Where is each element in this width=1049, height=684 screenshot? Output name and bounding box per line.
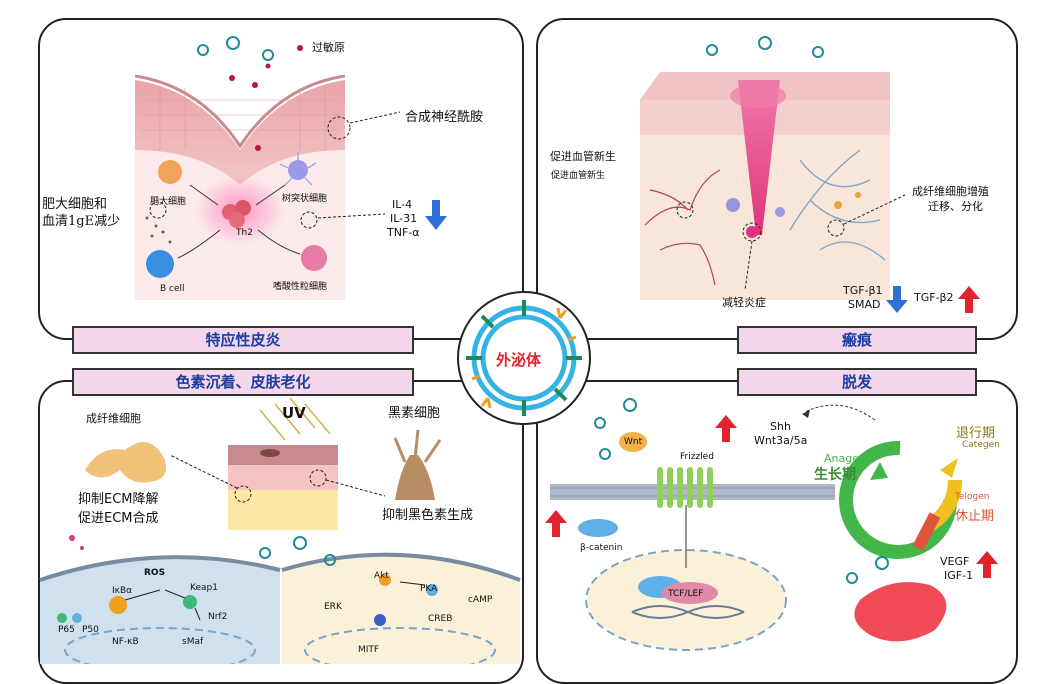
up-arrow-icon <box>976 551 998 578</box>
label-tgf-b2: TGF-β2 <box>914 291 954 304</box>
label-igf1: IGF-1 <box>944 569 974 582</box>
up-arrow-icon <box>958 286 980 313</box>
banner-atopic-dermatitis: 特应性皮炎 <box>72 326 414 354</box>
label-p50: P50 <box>82 625 99 635</box>
label-nfkb: NF-κB <box>112 637 139 647</box>
label-ecm-1: 抑制ECM降解 <box>78 492 159 507</box>
center-title: 外泌体 <box>496 351 542 369</box>
diagram-illustration <box>39 36 998 664</box>
label-smad: SMAD <box>848 298 881 311</box>
label-mast-reduce-1: 肥大细胞和 <box>42 197 108 212</box>
label-ecm-2: 促进ECM合成 <box>78 511 159 526</box>
scar-skin-illustration <box>640 36 906 300</box>
hair-loss-illustration <box>550 398 963 651</box>
label-mitf: MITF <box>358 645 380 655</box>
label-uv: UV <box>282 404 306 422</box>
label-melanin: 抑制黑色素生成 <box>382 508 474 523</box>
label-catagen-en: Categen <box>962 440 1000 450</box>
label-creb: CREB <box>428 614 453 624</box>
cytokine-il4: IL-4 <box>392 198 413 211</box>
label-frizzled: Frizzled <box>680 452 714 462</box>
label-anagen-en: Anagen <box>824 452 866 465</box>
atopic-skin-illustration <box>134 36 401 300</box>
label-fibroblast-prolif-1: 成纤维细胞增殖 <box>912 185 989 198</box>
label-inflammation: 减轻炎症 <box>722 296 766 309</box>
down-arrow-icon <box>425 200 447 230</box>
label-beta-catenin: β-catenin <box>580 543 623 553</box>
banner-scar: 瘢痕 <box>737 326 977 354</box>
cytokine-il31: IL-31 <box>390 212 418 225</box>
label-angiogenesis-1: 促进血管新生 <box>550 150 616 163</box>
label-ikba: IκBα <box>112 586 133 596</box>
label-telogen-cn: 休止期 <box>955 509 995 524</box>
down-arrow-icon <box>886 286 908 313</box>
label-ceramide: 合成神经酰胺 <box>405 110 484 125</box>
label-angiogenesis-2: 促进血管新生 <box>551 171 606 181</box>
exosome-icon <box>457 291 591 425</box>
label-mast-cell: 肥大细胞 <box>150 197 187 207</box>
label-erk: ERK <box>324 602 342 612</box>
banner-hair-loss: 脱发 <box>737 368 977 396</box>
pigmentation-illustration <box>39 397 521 664</box>
label-ros: ROS <box>144 568 166 578</box>
label-mast-reduce-2: 血清1gE减少 <box>42 214 121 229</box>
label-vegf: VEGF <box>940 555 970 568</box>
label-wnt3a5a: Wnt3a/5a <box>754 434 808 447</box>
label-melanocyte: 黑素细胞 <box>388 406 441 421</box>
label-shh: Shh <box>770 420 791 433</box>
label-tcf-lef: TCF/LEF <box>668 589 704 599</box>
label-allergen: 过敏原 <box>312 41 345 54</box>
banner-pigmentation-aging: 色素沉着、皮肤老化 <box>72 368 414 396</box>
label-dendritic-cell: 树突状细胞 <box>282 194 328 204</box>
label-anagen-cn: 生长期 <box>814 467 856 483</box>
label-nrf2: Nrf2 <box>208 612 228 622</box>
label-p65: P65 <box>58 625 75 635</box>
label-b-cell: B cell <box>160 284 185 294</box>
label-th2: Th2 <box>236 228 253 238</box>
label-smaf: sMaf <box>182 637 204 647</box>
label-fibroblast-prolif-2: 迁移、分化 <box>928 200 983 213</box>
up-arrow-icon <box>715 415 737 442</box>
label-tgf-b1: TGF-β1 <box>843 284 883 297</box>
label-catagen-cn: 退行期 <box>956 426 996 441</box>
label-eosinophil: 嗜酸性粒细胞 <box>273 282 328 292</box>
up-arrow-icon <box>545 510 567 537</box>
label-fibroblast: 成纤维细胞 <box>86 412 141 425</box>
label-telogen-en: Telogen <box>955 492 990 502</box>
label-akt: Akt <box>374 571 389 581</box>
cytokine-tnf: TNF-α <box>387 226 420 239</box>
label-camp: cAMP <box>468 595 493 605</box>
label-wnt: Wnt <box>624 437 643 447</box>
label-keap1: Keap1 <box>190 583 218 593</box>
label-pka: PKA <box>420 584 438 594</box>
